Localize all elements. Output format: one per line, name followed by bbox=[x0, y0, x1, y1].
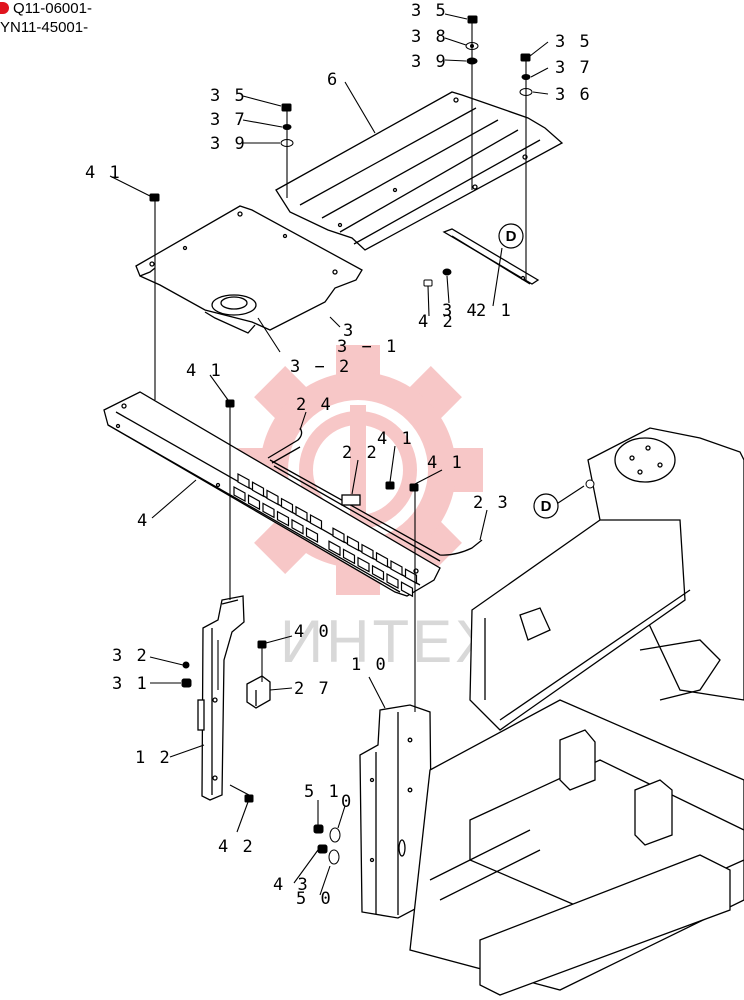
callout-40: 4 0 bbox=[294, 622, 331, 642]
callout-35: 3 5 bbox=[411, 1, 448, 21]
callout-4: 4 bbox=[137, 511, 149, 531]
vent-slot bbox=[328, 540, 341, 557]
vent-slot bbox=[357, 556, 370, 573]
serial-range-1: Q11-06001- bbox=[0, 0, 92, 18]
bracket-21 bbox=[442, 228, 540, 285]
callout-41: 4 1 bbox=[186, 361, 223, 381]
callout-35: 3 5 bbox=[210, 86, 247, 106]
frame-pin bbox=[585, 479, 595, 489]
callout-27: 2 7 bbox=[294, 679, 331, 699]
callout-32: 3 2 bbox=[112, 646, 149, 666]
callout-31: 3 1 bbox=[112, 674, 149, 694]
vent-slot bbox=[280, 497, 294, 514]
callout-41: 4 1 bbox=[85, 163, 122, 183]
vent-slot bbox=[262, 502, 275, 519]
callout-38: 3 8 bbox=[411, 27, 448, 47]
callout-41: 4 1 bbox=[377, 429, 414, 449]
vent-slot bbox=[400, 581, 414, 598]
vent-slot bbox=[251, 481, 265, 498]
vent-slot bbox=[266, 489, 279, 506]
callout-21: 2 1 bbox=[476, 301, 513, 321]
callout-24: 2 4 bbox=[296, 395, 333, 415]
callout-36: 3 6 bbox=[555, 85, 592, 105]
vent-slot bbox=[233, 485, 246, 503]
vent-slot bbox=[386, 572, 399, 590]
vent-slot bbox=[295, 505, 308, 522]
beam-vent-grid bbox=[233, 472, 418, 598]
callout-37: 3 7 bbox=[555, 58, 592, 78]
vent-slot bbox=[404, 568, 418, 585]
callout-6: 6 bbox=[327, 70, 339, 90]
vent-slot bbox=[375, 551, 389, 568]
callout-23: 2 3 bbox=[473, 493, 510, 513]
callout-labels: 3 5 3 8 3 9 3 5 3 7 3 6 6 3 5 3 7 3 9 4 … bbox=[85, 1, 592, 909]
callout-39: 3 9 bbox=[411, 52, 448, 72]
top-cover-panel bbox=[275, 91, 564, 251]
callout-3-1: 3 − 1 bbox=[337, 337, 398, 357]
callout-42: 4 2 bbox=[418, 312, 455, 332]
callout-39: 3 9 bbox=[210, 134, 247, 154]
callout-12: 1 2 bbox=[135, 748, 172, 768]
alignment-lines bbox=[154, 22, 585, 796]
vent-slot bbox=[346, 535, 360, 552]
leader-lines bbox=[109, 13, 549, 896]
vent-slot bbox=[247, 494, 261, 511]
callout-3-2: 3 − 2 bbox=[290, 357, 351, 377]
callout-34: 3 4 bbox=[442, 301, 479, 321]
machine-frame bbox=[409, 427, 744, 996]
vent-slot bbox=[276, 510, 290, 527]
svg-text:D: D bbox=[541, 498, 552, 515]
vent-slot bbox=[342, 548, 356, 565]
callout-35: 3 5 bbox=[555, 32, 592, 52]
vent-slot bbox=[305, 526, 319, 544]
serial-range-2: YN11-45001- bbox=[0, 19, 89, 36]
callout-42: 4 2 bbox=[218, 837, 255, 857]
floor-plate bbox=[135, 205, 363, 334]
callout-3: 3 bbox=[343, 321, 355, 341]
vent-slot bbox=[332, 527, 345, 544]
vent-slot bbox=[390, 559, 403, 577]
vent-slot bbox=[291, 518, 304, 535]
detail-marker-frame: D bbox=[533, 493, 559, 519]
svg-text:D: D bbox=[506, 228, 517, 245]
callout-37: 3 7 bbox=[210, 110, 247, 130]
detail-marker-top: D bbox=[498, 223, 524, 249]
callout-41: 4 1 bbox=[427, 453, 464, 473]
callout-50: 0 bbox=[341, 792, 353, 812]
callout-51: 5 1 bbox=[304, 782, 341, 802]
red-dot-icon bbox=[0, 2, 9, 14]
support-column-10 bbox=[359, 704, 433, 919]
support-column-12 bbox=[197, 595, 245, 801]
wire-harness bbox=[267, 427, 483, 562]
vent-slot bbox=[371, 564, 385, 581]
vent-slot bbox=[361, 543, 374, 560]
watermark-text: ИНТЕХ bbox=[280, 608, 498, 675]
callout-22: 2 2 bbox=[342, 443, 379, 463]
callout-43: 4 3 bbox=[273, 875, 310, 895]
vent-slot bbox=[237, 472, 250, 490]
vent-slot bbox=[309, 513, 323, 531]
callout-50: 5 0 bbox=[296, 889, 333, 909]
callout-10: 1 0 bbox=[351, 655, 388, 675]
bracket-27 bbox=[246, 675, 271, 709]
